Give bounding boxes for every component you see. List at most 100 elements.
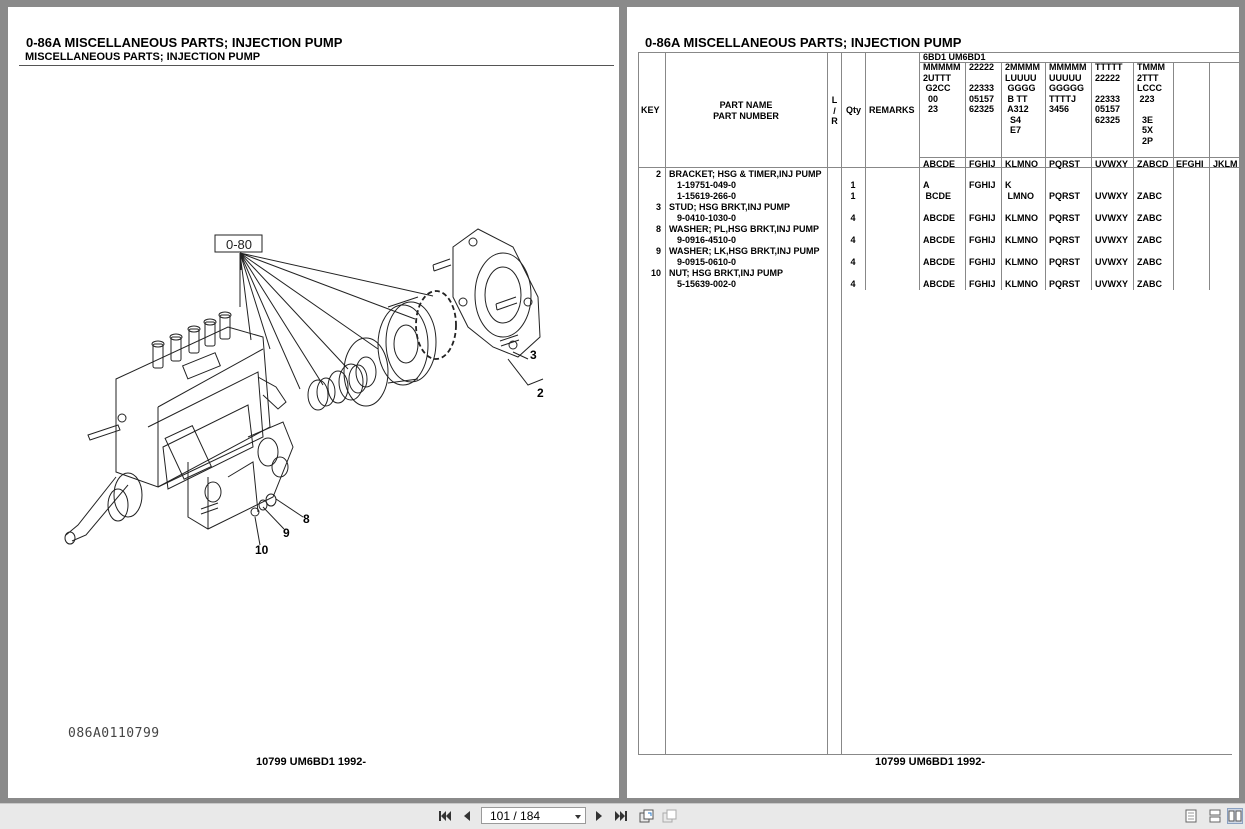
single-page-icon[interactable] [1183, 808, 1199, 824]
col-line [865, 52, 866, 290]
row-code: K [1005, 180, 1012, 190]
row-code: FGHIJ [969, 213, 996, 223]
row-code: ZABC [1137, 191, 1162, 201]
model-col-2: 22222 22333 05157 62325 [969, 62, 995, 114]
part-name: WASHER; LK,HSG BRKT,INJ PUMP [669, 246, 820, 256]
row-code: ZABC [1137, 257, 1162, 267]
row-code: A [923, 180, 930, 190]
fit-icon[interactable] [662, 808, 678, 824]
row-code: PQRST [1049, 235, 1081, 245]
row-code: KLMNO [1005, 213, 1038, 223]
col-line [1173, 62, 1174, 290]
model-col-1: MMMMM 2UTTT G2CC 00 23 [923, 62, 961, 114]
row-qty: 4 [850, 235, 856, 245]
last-page-icon[interactable] [613, 808, 629, 824]
page-subtitle: MISCELLANEOUS PARTS; INJECTION PUMP [25, 51, 261, 63]
col-line [1001, 62, 1002, 290]
row-code: ZABC [1137, 213, 1162, 223]
row-code: PQRST [1049, 191, 1081, 201]
row-code: UVWXY [1095, 191, 1129, 201]
callout-10: 10 [255, 543, 269, 557]
header-divider [638, 167, 1239, 168]
code-cell: JKLM [1213, 159, 1238, 169]
code-cell: EFGHI [1176, 159, 1204, 169]
part-number: 1-15619-266-0 [677, 191, 737, 201]
ref-box-label: 0-80 [226, 237, 252, 252]
header-key: KEY [641, 105, 660, 115]
header-part-name: PART NAME [719, 100, 773, 110]
continuous-icon[interactable] [1207, 808, 1223, 824]
code-cell: UVWXY [1095, 159, 1129, 169]
part-name: BRACKET; HSG & TIMER,INJ PUMP [669, 169, 822, 179]
row-code: PQRST [1049, 257, 1081, 267]
row-code: ABCDE [923, 279, 956, 289]
code-row-divider [919, 157, 1239, 158]
row-code: KLMNO [1005, 257, 1038, 267]
table-top-line [638, 52, 1239, 53]
code-cell: PQRST [1049, 159, 1081, 169]
row-code: BCDE [923, 191, 952, 201]
row-code: UVWXY [1095, 235, 1129, 245]
part-number: 1-19751-049-0 [677, 180, 737, 190]
part-name: NUT; HSG BRKT,INJ PUMP [669, 268, 784, 278]
table-bottom-line [638, 754, 1232, 755]
row-key: 3 [655, 202, 661, 212]
col-line [841, 52, 842, 754]
row-code: ZABC [1137, 235, 1162, 245]
row-qty: 4 [850, 257, 856, 267]
page-title: 0-86A MISCELLANEOUS PARTS; INJECTION PUM… [645, 35, 962, 50]
row-code: ABCDE [923, 213, 956, 223]
row-code: FGHIJ [969, 180, 996, 190]
col-line [1091, 62, 1092, 290]
model-col-3: 2MMMM LUUUU GGGG B TT A312 S4 E7 [1005, 62, 1040, 135]
code-cell: KLMNO [1005, 159, 1038, 169]
row-code: UVWXY [1095, 279, 1129, 289]
page-indicator: 101 / 184 [490, 809, 541, 823]
first-page-icon[interactable] [437, 808, 453, 824]
callout-3: 3 [530, 348, 537, 362]
header-model-line: 6BD1 UM6BD1 [923, 52, 986, 62]
model-col-5: TTTTT 22222 22333 05157 62325 [1095, 62, 1123, 125]
page-number-select[interactable]: 101 / 184 [481, 807, 586, 824]
rotate-icon[interactable] [639, 808, 655, 824]
row-code: FGHIJ [969, 279, 996, 289]
col-line [827, 52, 828, 754]
two-page-icon[interactable] [1227, 808, 1243, 824]
col-line [1045, 62, 1046, 290]
col-line [919, 52, 920, 290]
model-line-divider [919, 62, 1239, 63]
code-cell: ZABCD [1137, 159, 1169, 169]
part-number: 9-0915-0610-0 [677, 257, 737, 267]
row-code: KLMNO [1005, 279, 1038, 289]
model-col-4: MMMMM UUUUU GGGGG TTTTJ 3456 [1049, 62, 1087, 114]
next-page-icon[interactable] [591, 808, 607, 824]
prev-page-icon[interactable] [459, 808, 475, 824]
col-line [1133, 62, 1134, 290]
viewer-toolbar: 101 / 184 [0, 803, 1245, 829]
model-col-6: TMMM 2TTT LCCC 223 3E 5X 2P [1137, 62, 1165, 146]
row-qty: 1 [850, 191, 856, 201]
row-code: UVWXY [1095, 257, 1129, 267]
row-code: ABCDE [923, 257, 956, 267]
part-number: 9-0916-4510-0 [677, 235, 737, 245]
part-name: STUD; HSG BRKT,INJ PUMP [669, 202, 791, 212]
code-cell: FGHIJ [969, 159, 996, 169]
row-code: UVWXY [1095, 213, 1129, 223]
col-line [665, 52, 666, 754]
row-key: 10 [650, 268, 661, 278]
ref-box-frame [214, 234, 263, 253]
row-code: PQRST [1049, 213, 1081, 223]
col-line [1209, 62, 1210, 290]
header-part-number: PART NUMBER [713, 111, 779, 121]
header-remarks: REMARKS [869, 105, 915, 115]
col-line [638, 52, 639, 754]
header-lr: L / R [831, 95, 838, 126]
col-line [965, 62, 966, 290]
row-qty: 1 [850, 180, 856, 190]
part-number: 5-15639-002-0 [677, 279, 737, 289]
callout-2: 2 [537, 386, 544, 400]
left-page: 0-86A MISCELLANEOUS PARTS; INJECTION PUM… [8, 7, 619, 798]
image-code: 086A0110799 [68, 726, 160, 741]
parts-diagram: 0-80 3 2 8 9 10 [64, 228, 544, 557]
right-page: 0-86A MISCELLANEOUS PARTS; INJECTION PUM… [627, 7, 1239, 798]
